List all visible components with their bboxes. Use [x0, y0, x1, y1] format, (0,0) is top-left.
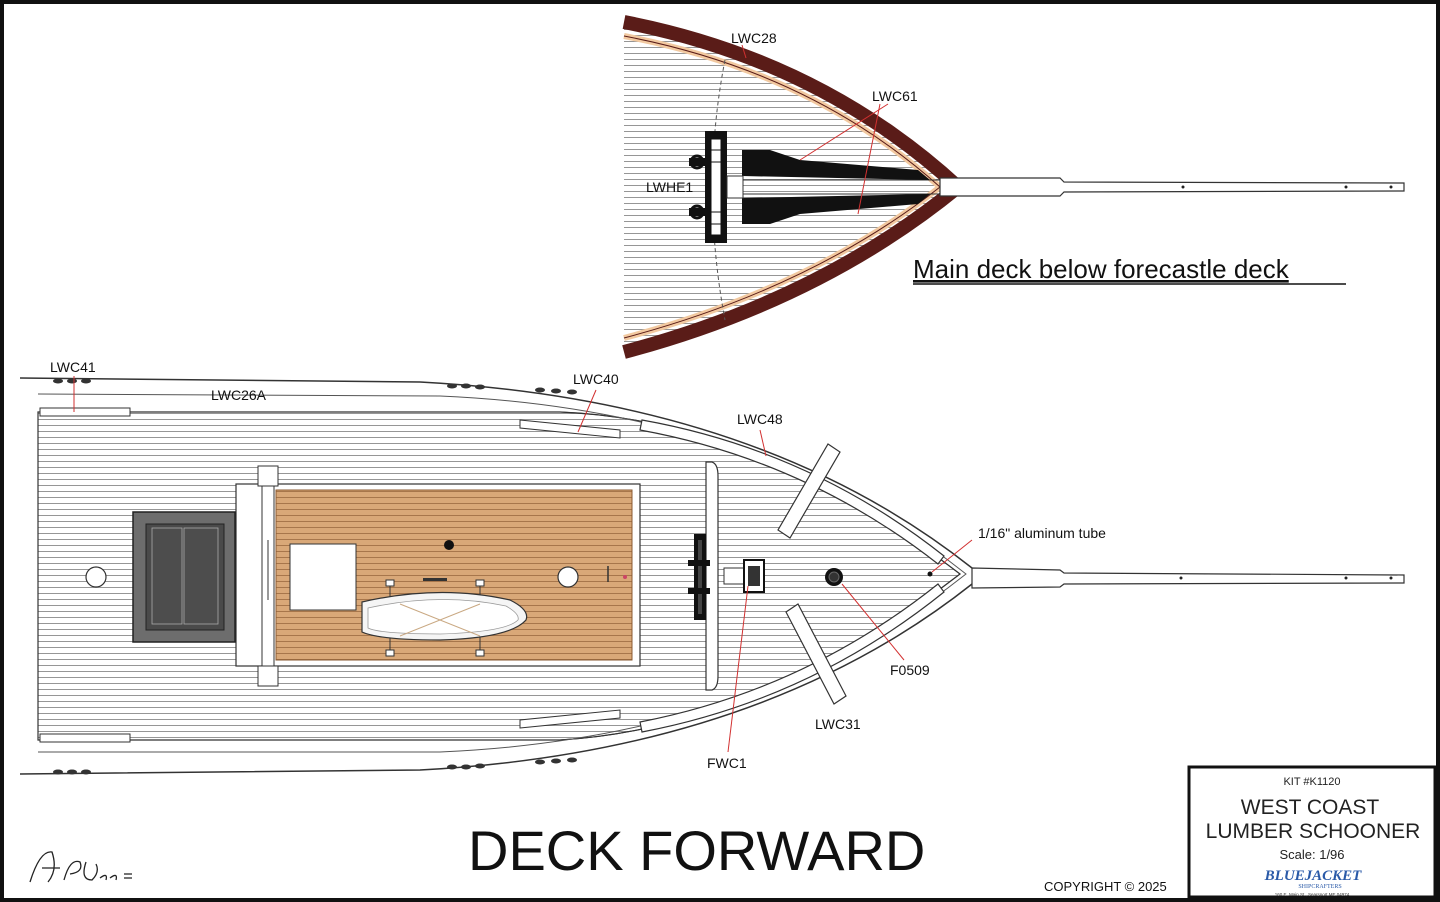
- windlass-lwhe1: [689, 131, 744, 243]
- label-lwhe1: LWHE1: [646, 179, 693, 195]
- brand-address: 160 E. Main St., Searsport ME 04974: [1275, 892, 1350, 897]
- title-line-2: LUMBER SCHOONER: [1206, 820, 1421, 843]
- label-lwc41: LWC41: [50, 359, 96, 375]
- upper-forecastle-view: LWC28 LWC61 LWHE1 Main deck below foreca…: [622, 15, 1405, 359]
- brand-logo: BLUEJACKET: [1264, 868, 1363, 884]
- upper-view-title: Main deck below forecastle deck: [913, 254, 1290, 284]
- windlass-fwc1: [688, 534, 765, 620]
- brand-sub: SHIPCRAFTERS: [1298, 884, 1341, 890]
- drawing-title: DECK FORWARD: [468, 819, 925, 882]
- title-block: KIT #K1120 WEST COAST LUMBER SCHOONER Sc…: [1187, 765, 1437, 899]
- signature: [29, 851, 132, 883]
- label-lwc48: LWC48: [737, 411, 783, 427]
- label-lwc28: LWC28: [731, 30, 777, 46]
- hatch-grey: [132, 511, 236, 643]
- label-lwc61: LWC61: [872, 88, 918, 104]
- scale-label: Scale: 1/96: [1279, 847, 1344, 862]
- copyright: COPYRIGHT © 2025: [1044, 879, 1167, 894]
- lower-deck-view: LWC41 LWC26A LWC40 LWC48 1/16" aluminum …: [19, 359, 1405, 775]
- label-fwc1: FWC1: [707, 755, 747, 771]
- label-aluminum-tube: 1/16" aluminum tube: [978, 525, 1106, 541]
- timber-lwc61-upper: [742, 150, 930, 180]
- label-lwc31: LWC31: [815, 716, 861, 732]
- label-lwc40: LWC40: [573, 371, 619, 387]
- ships-boat: [361, 578, 528, 657]
- label-f0509: F0509: [890, 662, 930, 678]
- timber-lwc61-lower: [742, 194, 930, 224]
- bowsprit-upper: [728, 177, 1405, 197]
- label-lwc26a: LWC26A: [211, 387, 267, 403]
- kit-number: KIT #K1120: [1283, 776, 1340, 788]
- title-line-1: WEST COAST: [1241, 796, 1380, 819]
- bowsprit-lower: [927, 567, 1405, 589]
